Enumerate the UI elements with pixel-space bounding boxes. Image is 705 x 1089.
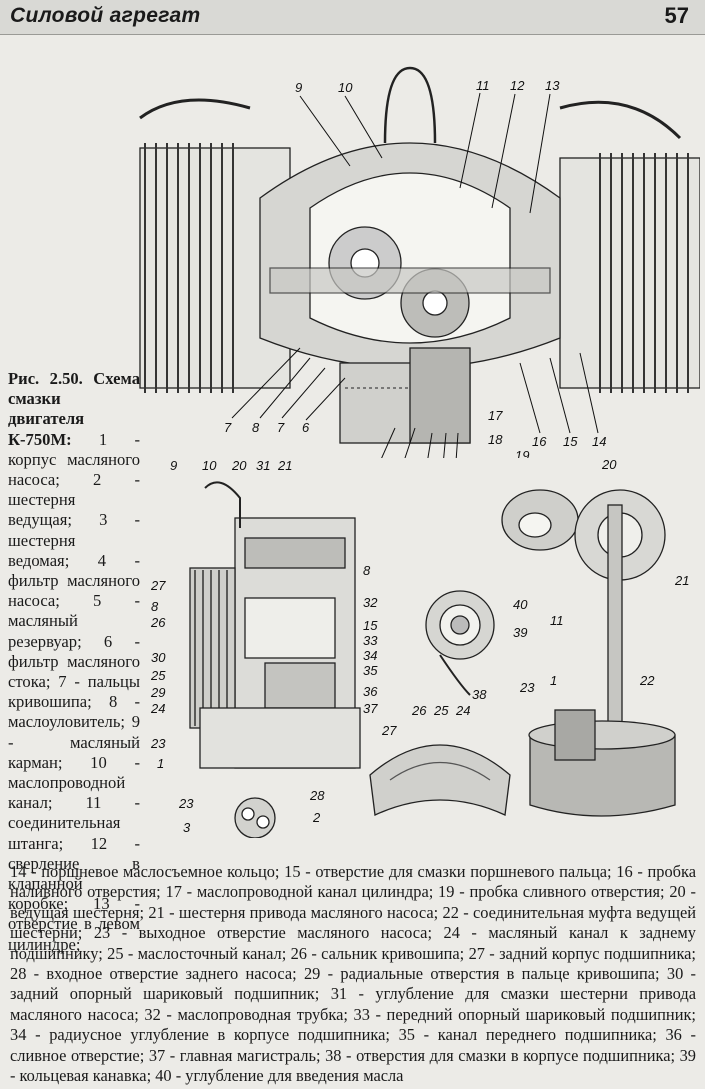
callout-b38: 38 — [472, 687, 487, 702]
engine-cross-section-drawing: 9 10 11 12 13 7 8 7 6 5 4 3 2 1 16 15 14… — [120, 48, 700, 458]
callout-b27: 27 — [382, 723, 397, 738]
callout-18: 18 — [488, 432, 503, 447]
figure-title: Схема смазки двигателя К-750М: — [8, 369, 140, 449]
callout-12: 12 — [510, 78, 525, 93]
callout-6: 6 — [302, 420, 310, 435]
callout-7b: 7 — [277, 420, 285, 435]
callout-s8b: 8 — [363, 563, 371, 578]
callout-8: 8 — [252, 420, 260, 435]
page-number: 57 — [664, 3, 689, 28]
crankcase-section-drawing: 9 10 20 31 21 27 8 26 30 25 29 24 23 1 8… — [145, 458, 390, 838]
figure-number: Рис. 2.50. — [8, 369, 83, 388]
callout-b26: 26 — [412, 703, 427, 718]
callout-7a: 7 — [224, 420, 232, 435]
bearing-housing-detail: 40 39 38 26 25 24 27 — [360, 585, 530, 835]
callout-p21: 21 — [675, 573, 690, 588]
callout-s35: 35 — [363, 663, 378, 678]
callout-p11: 11 — [550, 613, 564, 628]
callout-s30: 30 — [151, 650, 166, 665]
callout-s2: 2 — [313, 810, 321, 825]
callout-s25: 25 — [151, 668, 166, 683]
callout-s37: 37 — [363, 701, 378, 716]
callout-p20: 20 — [602, 457, 617, 472]
section-title: Силовой агрегат — [10, 4, 201, 27]
callout-s27: 27 — [151, 578, 166, 593]
callout-14: 14 — [592, 434, 606, 449]
callout-s24: 24 — [151, 701, 166, 716]
callout-s26: 26 — [151, 615, 166, 630]
callout-9: 9 — [295, 80, 302, 95]
callout-s31: 31 — [256, 458, 271, 473]
callout-s29: 29 — [151, 685, 166, 700]
callout-s9: 9 — [170, 458, 178, 473]
callout-17: 17 — [488, 408, 503, 423]
callout-s10: 10 — [202, 458, 217, 473]
callout-b24: 24 — [456, 703, 471, 718]
figure-caption: Рис. 2.50. Схема смазки двигателя К-750М… — [8, 369, 140, 955]
callout-b25: 25 — [434, 703, 449, 718]
callout-13: 13 — [545, 78, 560, 93]
callout-s3: 3 — [183, 820, 191, 835]
legend-part1: 1 - корпус масляного насоса; 2 - шестерн… — [8, 429, 140, 954]
callout-10: 10 — [338, 80, 353, 95]
callout-s8a: 8 — [151, 599, 159, 614]
callout-19: 19 — [515, 448, 529, 458]
callout-s36: 36 — [363, 684, 378, 699]
callout-b40: 40 — [513, 597, 528, 612]
callout-11: 11 — [476, 78, 490, 93]
callout-s1: 1 — [157, 756, 165, 771]
callout-s32: 32 — [363, 595, 378, 610]
callout-s20: 20 — [232, 458, 247, 473]
page-header: Силовой агрегат 57 — [0, 0, 705, 35]
oil-pump-drawing: 20 21 11 22 23 1 — [480, 455, 700, 835]
legend-continuation: 14 - поршневое маслосъемное кольцо; 15 -… — [10, 862, 696, 1086]
callout-s21: 21 — [278, 458, 293, 473]
callout-s15: 15 — [363, 618, 378, 633]
callout-s23: 23 — [151, 736, 166, 751]
callout-s23b: 23 — [179, 796, 194, 811]
callout-b39: 39 — [513, 625, 528, 640]
callout-s33: 33 — [363, 633, 378, 648]
callout-p22: 22 — [640, 673, 655, 688]
callout-s34: 34 — [363, 648, 378, 663]
callout-16: 16 — [532, 434, 547, 449]
callout-p23: 23 — [520, 680, 535, 695]
callout-p1: 1 — [550, 673, 558, 688]
callout-s28: 28 — [310, 788, 325, 803]
callout-15: 15 — [563, 434, 578, 449]
